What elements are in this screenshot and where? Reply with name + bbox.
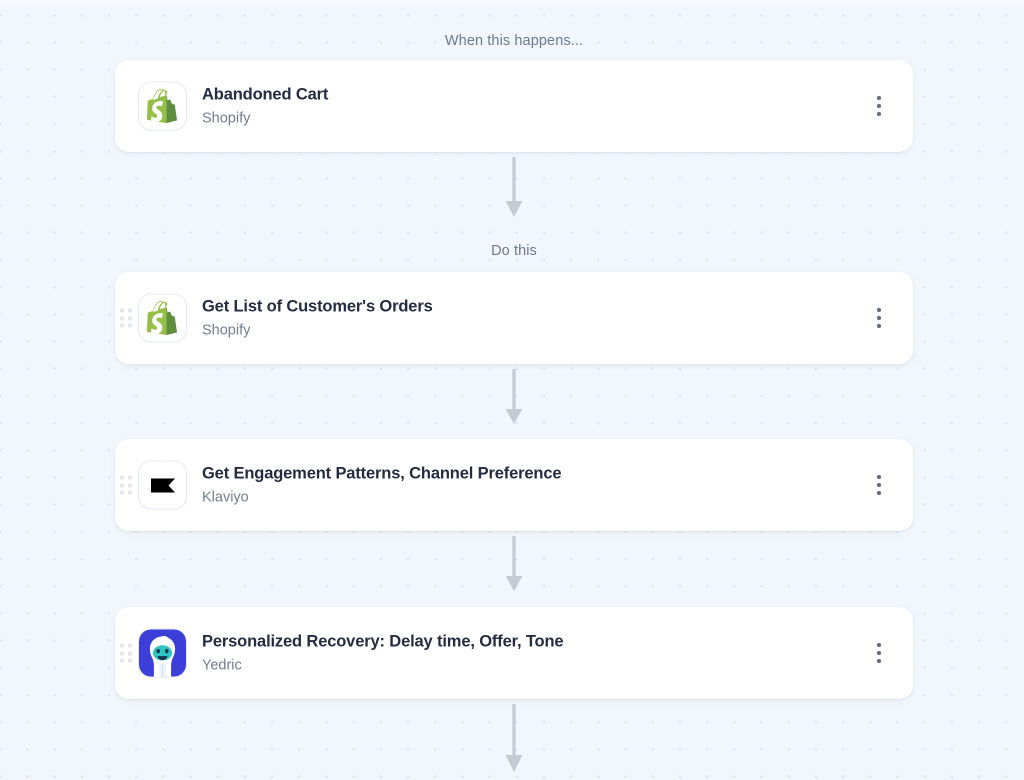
workflow-card-action-1[interactable]: Get List of Customer's Orders Shopify [115, 272, 913, 364]
connector-arrow-down-icon [503, 157, 525, 219]
kebab-dot [877, 323, 881, 328]
action-section-label: Do this [491, 243, 537, 259]
kebab-dot [877, 316, 881, 320]
card-text: Get List of Customer's Orders Shopify [202, 297, 433, 340]
kebab-dot [877, 104, 881, 108]
card-text: Personalized Recovery: Delay time, Offer… [202, 632, 564, 675]
kebab-dot [877, 111, 881, 116]
card-title: Get Engagement Patterns, Channel Prefere… [202, 464, 562, 483]
connector-arrow-down-icon [503, 704, 525, 774]
kebab-dot [877, 475, 881, 480]
card-title: Get List of Customer's Orders [202, 297, 433, 316]
card-text: Abandoned Cart Shopify [202, 85, 328, 128]
kebab-dot [877, 96, 881, 101]
connector-arrow-down-icon [503, 536, 525, 593]
card-subtitle: Yedric [202, 657, 242, 674]
kebab-menu-icon[interactable] [871, 640, 887, 666]
card-title: Abandoned Cart [202, 85, 329, 104]
kebab-menu-icon[interactable] [871, 305, 887, 331]
shopify-icon [139, 294, 186, 342]
card-subtitle: Klaviyo [202, 489, 249, 506]
workflow-card-action-2[interactable]: Get Engagement Patterns, Channel Prefere… [115, 439, 913, 531]
card-text: Get Engagement Patterns, Channel Prefere… [202, 464, 562, 507]
workflow-flow: When this happens... Abandoned Cart Shop… [115, 0, 913, 780]
card-subtitle: Shopify [202, 110, 251, 127]
workflow-card-action-3[interactable]: Personalized Recovery: Delay time, Offer… [115, 607, 913, 699]
card-subtitle: Shopify [202, 322, 251, 339]
kebab-dot [877, 308, 881, 313]
kebab-dot [877, 490, 881, 495]
kebab-dot [877, 643, 881, 648]
workflow-card-trigger[interactable]: Abandoned Cart Shopify [115, 60, 913, 152]
connector-arrow-down-icon [503, 369, 525, 426]
kebab-dot [877, 651, 881, 655]
kebab-menu-icon[interactable] [871, 472, 887, 498]
drag-handle-icon[interactable] [120, 308, 132, 328]
canvas-top-strip [0, 0, 1024, 7]
card-title: Personalized Recovery: Delay time, Offer… [202, 632, 564, 651]
yedric-icon [139, 629, 186, 677]
kebab-dot [877, 658, 881, 663]
kebab-dot [877, 483, 881, 487]
klaviyo-icon [139, 461, 186, 509]
shopify-icon [139, 82, 186, 130]
kebab-menu-icon[interactable] [871, 93, 887, 119]
trigger-section-label: When this happens... [444, 33, 584, 49]
drag-handle-icon[interactable] [120, 643, 132, 663]
drag-handle-icon[interactable] [120, 475, 132, 495]
